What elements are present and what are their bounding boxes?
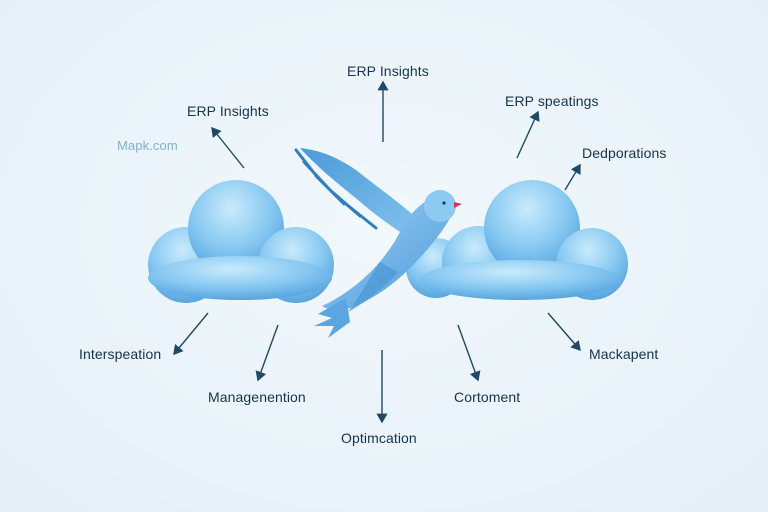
- arrow-left-lower: [173, 312, 209, 356]
- cloud-left: [148, 180, 334, 303]
- bird-icon: [294, 148, 462, 338]
- label-right-upper: Dedporations: [582, 145, 667, 161]
- label-bottom-left: Managenention: [208, 389, 306, 405]
- arrow-top-left: [211, 126, 245, 169]
- label-top-left: ERP Insights: [187, 103, 269, 119]
- arrow-bottom-right: [457, 324, 481, 382]
- label-right-lower: Mackapent: [589, 346, 659, 362]
- connector-arrows: [173, 80, 581, 424]
- label-top-center: ERP Insights: [347, 63, 429, 79]
- label-bottom-right: Cortoment: [454, 389, 521, 405]
- label-bottom-center: Optimcation: [341, 430, 417, 446]
- arrow-right-lower: [547, 312, 581, 352]
- label-top-right: ERP speatings: [505, 93, 599, 109]
- arrow-right-upper: [564, 163, 581, 191]
- cloud-right: [406, 180, 628, 300]
- label-left-lower: Interspeation: [79, 346, 162, 362]
- arrow-top-right: [516, 110, 540, 159]
- watermark-text: Mapk.com: [117, 138, 178, 153]
- arrow-bottom-left: [255, 324, 279, 382]
